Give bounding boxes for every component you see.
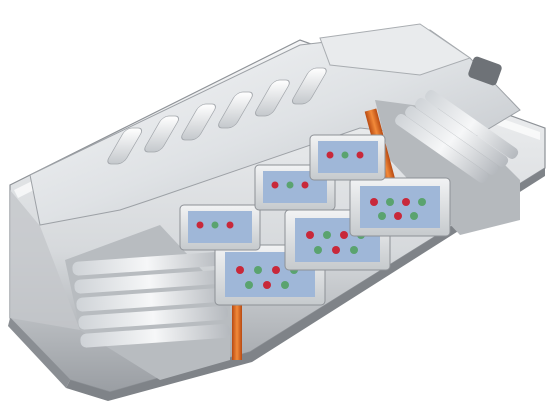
lid-ribs [107,67,327,165]
left-cell-stack [65,225,242,380]
module-front-right [349,177,451,237]
module-back-right [309,134,386,181]
casing-corner-shadow [10,190,80,330]
module-back-left [179,204,261,251]
top-cover [29,23,521,226]
battery-modules [179,134,451,306]
